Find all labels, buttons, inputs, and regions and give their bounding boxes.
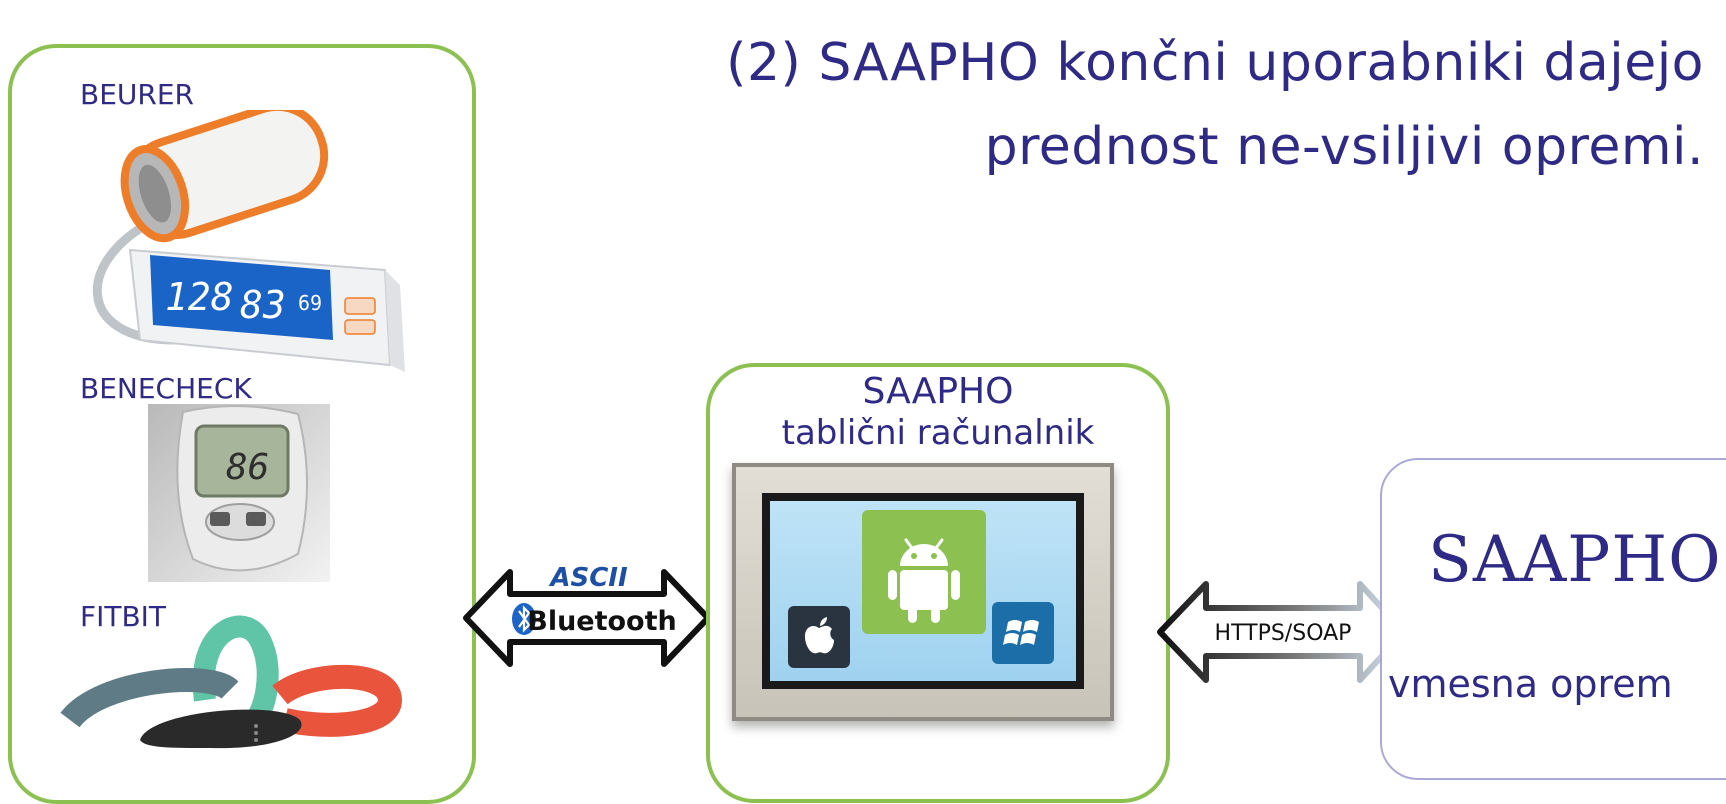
bluetooth-label: Bluetooth (527, 606, 677, 637)
https-soap-link-arrow: HTTPS/SOAP (1157, 581, 1407, 683)
glucose-meter-image: 86 (148, 404, 330, 582)
bluetooth-link-arrow: ASCII Bluetooth (463, 563, 711, 667)
blood-pressure-monitor-image: 128 83 69 (92, 110, 405, 372)
https-soap-label: HTTPS/SOAP (1215, 621, 1352, 646)
android-icon (888, 538, 960, 623)
beurer-label: BEURER (80, 78, 194, 111)
windows-app-tile (992, 602, 1054, 664)
middleware-box (1380, 458, 1726, 780)
android-app-tile (862, 510, 986, 634)
tablet-subtitle: tablični računalnik (781, 413, 1095, 453)
ascii-label: ASCII (548, 563, 628, 593)
middleware-caption: vmesna oprem (1388, 662, 1673, 706)
tablet-title: SAAPHO (862, 371, 1014, 412)
fitbit-label: FITBIT (80, 600, 167, 633)
bp-systolic-readout: 128 (165, 275, 234, 319)
windows-icon (1003, 620, 1039, 645)
glucose-readout: 86 (226, 447, 269, 488)
benecheck-label: BENECHECK (80, 372, 252, 405)
title-line-2: prednost ne-vsiljivi opremi. (984, 117, 1704, 177)
fitbit-bands-image (60, 615, 403, 749)
bp-pulse-readout: 69 (298, 291, 322, 315)
bluetooth-icon (512, 603, 536, 635)
title-line-1: (2) SAAPHO končni uporabniki dajejo (726, 33, 1704, 93)
apple-app-tile (788, 606, 850, 668)
bp-diastolic-readout: 83 (240, 283, 286, 327)
saapho-logo: SAAPHO (1428, 523, 1722, 597)
apple-icon (804, 617, 834, 654)
